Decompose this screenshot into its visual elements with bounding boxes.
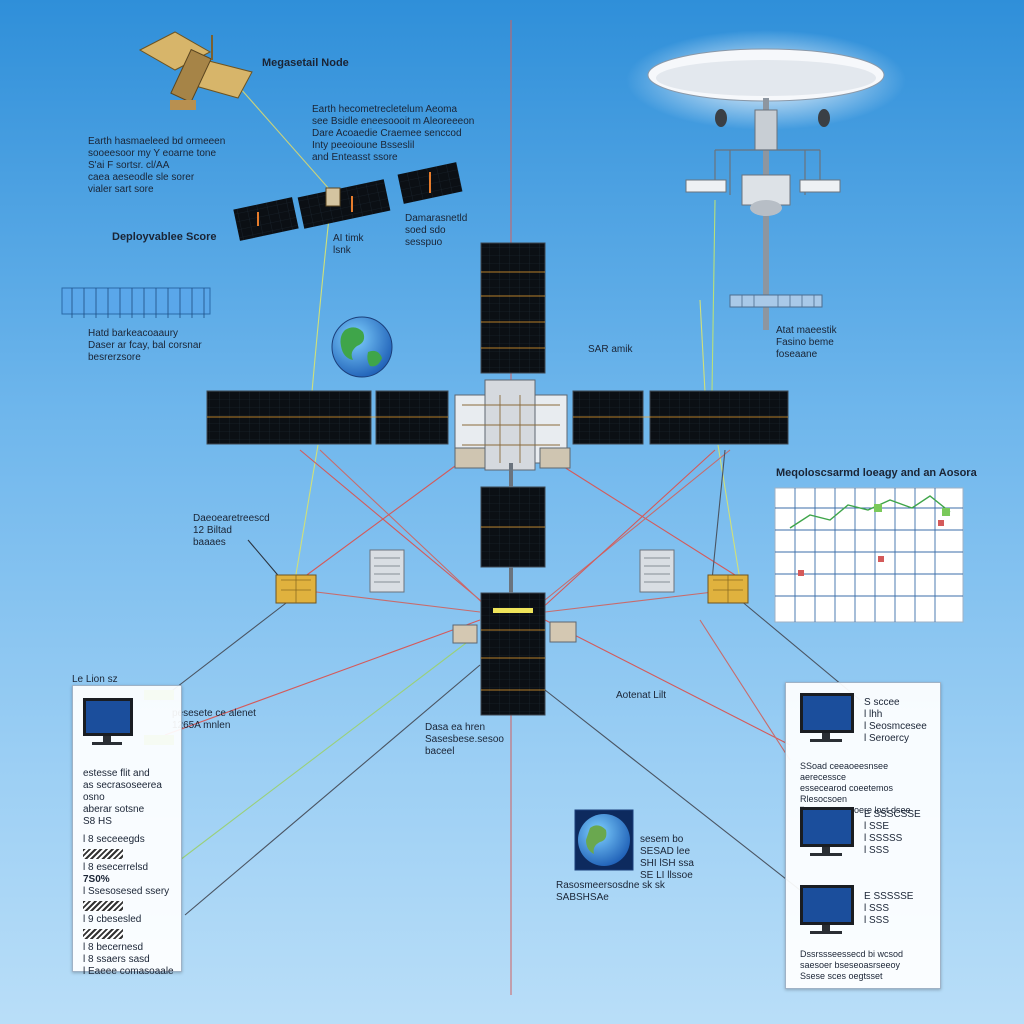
monitor-icon <box>83 698 133 745</box>
left-panel-header-line: S8 HS <box>83 816 112 827</box>
solar-panel <box>480 592 546 716</box>
solar-panel <box>572 390 644 445</box>
connection-lines <box>159 87 861 916</box>
globe-caption-label: Rasosmeersosdne sk sk SABSHSAe <box>556 880 665 903</box>
hard-sec-label: Hatd barkeacoaaury Daser ar fcay, bal co… <box>88 328 202 363</box>
monitor-status-line: E SSSCSSE <box>864 809 921 820</box>
deployable-label: Deployvablee Score <box>112 231 217 243</box>
left-panel-item: l 8 esecerrelsd <box>83 862 149 873</box>
solar-panel <box>297 179 391 229</box>
relay-module-right <box>707 574 749 604</box>
dm-top-label: Damarasnetld soed sdo sesspuo <box>405 213 468 248</box>
left-panel-item: l 8 seceeegds <box>83 834 145 845</box>
antenna-right-label: Atat maeestik Fasino beme foseaane <box>776 325 837 360</box>
earth-left-label: Earth hasmaeleed bd ormeeen sooeesoor my… <box>88 136 226 195</box>
server-rack <box>639 549 675 593</box>
blue-bar-strip <box>61 287 211 318</box>
monitor-status-line: S sccee <box>864 697 900 708</box>
chart-title-label: Meqoloscsarmd loeagy and an Aosora <box>776 467 977 479</box>
docking-module <box>452 624 478 644</box>
hatch-bar <box>83 929 123 939</box>
solar-panel <box>480 242 546 374</box>
left-panel-item: 7S0% <box>83 874 110 885</box>
le-lion-label: Le Lion sz <box>72 674 118 685</box>
earth-globe <box>331 316 393 378</box>
solar-panel <box>649 390 789 445</box>
left-panel-header-line: aberar sotsne <box>83 804 145 815</box>
left-panel-item: l Ssesosesed ssery <box>83 886 170 897</box>
monitor-status-line: l SSS <box>864 915 890 926</box>
monitor-icon <box>800 885 854 934</box>
antenna-link-label: Aotenat Lilt <box>616 690 667 701</box>
monitor-status-line: l lhh <box>864 709 883 720</box>
solar-panel <box>206 390 372 445</box>
left-panel-item: l 9 cbesesled <box>83 914 142 925</box>
right-status-panel: S sccee l lhh l Seosmcesee l Seroercy SS… <box>785 682 941 989</box>
monitor-status-line: l Seosmcesee <box>864 721 927 732</box>
monitor-icon <box>800 807 854 856</box>
monitor-status-line: l SSE <box>864 821 890 832</box>
left-panel-item: l Eaeee comasoaale <box>83 966 174 977</box>
monitor-status-line: E SSSSSE <box>864 891 914 902</box>
earth-top-label: Earth hecometrecletelum Aeoma see Bsidle… <box>312 104 475 163</box>
monitor-icon <box>800 693 854 742</box>
left-status-panel: estesse flit and as secrasoseerea osno a… <box>72 685 182 977</box>
solar-panel <box>375 390 449 445</box>
left-panel-header-line: estesse flit and <box>83 768 150 779</box>
globe-side-label: sesem bo SESAD lee SHI lSH ssa SE LI lls… <box>640 834 694 881</box>
mid-small-label: pesesete ce alenet 1265A mnlen <box>172 708 256 731</box>
sar-label: SAR amik <box>588 344 633 355</box>
solar-panel <box>233 197 299 241</box>
monitor-status-line: l SSSSS <box>864 833 903 844</box>
monitor-status-line: l SSS <box>864 845 890 856</box>
node-title: Megasetail Node <box>262 57 349 69</box>
left-panel-item: l 8 ssaers sasd <box>83 954 150 965</box>
globe-thumbnail <box>574 809 634 871</box>
monitor-status-line: l SSS <box>864 903 890 914</box>
docking-module <box>549 621 577 643</box>
relay-module-left <box>275 574 317 604</box>
dm-mid-label: Daeoearetreescd 12 Biltad baaaes <box>193 513 270 548</box>
top-left-satellite <box>138 31 253 110</box>
left-panel-item: l 8 becernesd <box>83 942 144 953</box>
ai-link-label: AI timk lsnk <box>333 233 364 256</box>
hatch-bar <box>83 849 123 859</box>
server-rack <box>369 549 405 593</box>
hatch-bar <box>83 901 123 911</box>
center-low-label: Dasa ea hren Sasesbese.sesoo baceel <box>425 722 504 757</box>
station-core-module <box>454 379 571 593</box>
right-panel-footer-note: Dssrssseessecd bi wcsod saesoer bseseoas… <box>800 949 904 981</box>
satellite-bus <box>325 187 341 207</box>
left-panel-header-line: as secrasoseerea osno <box>83 780 162 803</box>
radar-dish-tower <box>626 30 906 330</box>
monitor-status-line: l Seroercy <box>864 733 910 744</box>
grid-chart <box>774 487 964 623</box>
